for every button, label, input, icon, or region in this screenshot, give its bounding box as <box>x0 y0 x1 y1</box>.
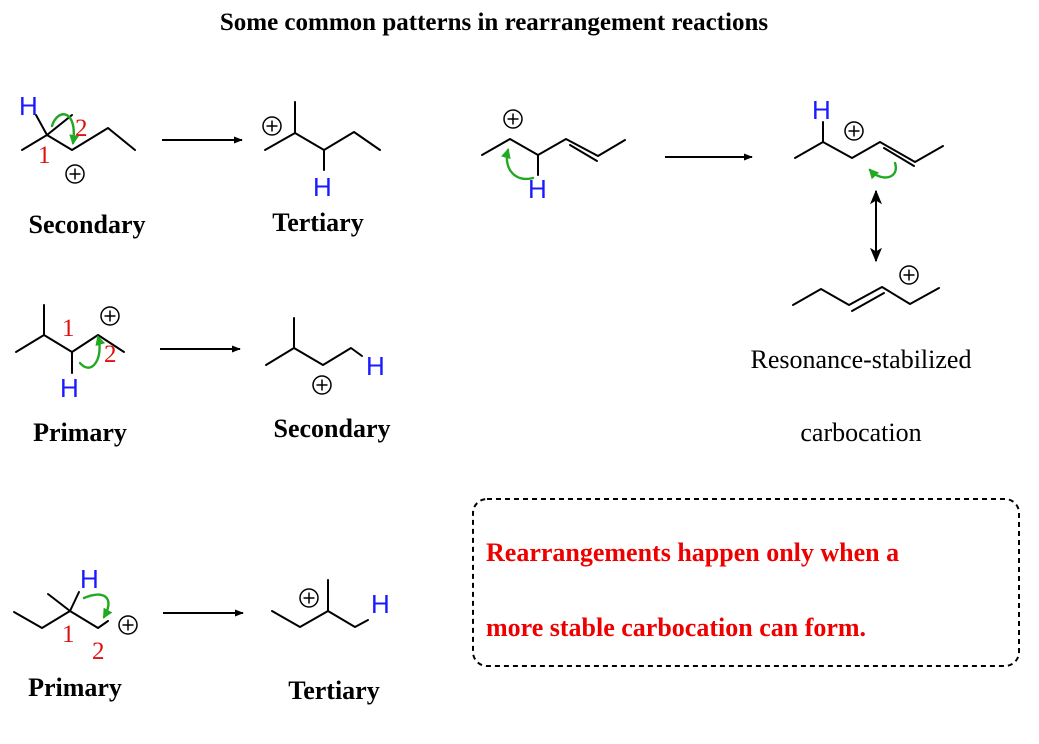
hydrogen-atom: H <box>19 91 38 121</box>
curved-arrow-hydride-shift <box>82 593 113 619</box>
reaction-1-reactant-label: Secondary <box>29 210 146 239</box>
allylic-reactant: H <box>481 109 626 204</box>
resonance-caption-line-2: carbocation <box>800 418 921 447</box>
note-line-1: Rearrangements happen only when a <box>486 538 899 567</box>
reaction-2-product-label: Secondary <box>274 414 391 443</box>
reaction-3-product-label: Tertiary <box>288 676 379 705</box>
hydrogen-atom: H <box>313 172 332 202</box>
carbon-number-1: 1 <box>62 315 75 342</box>
reaction-2-reactant-label: Primary <box>33 418 127 447</box>
note-line-2: more stable carbocation can form. <box>486 613 866 642</box>
carbocation-charge <box>118 615 138 635</box>
carbocation-charge <box>312 375 332 395</box>
reaction-1-product-label: Tertiary <box>272 208 363 237</box>
reaction-3-reactant-label: Primary <box>28 673 122 702</box>
hydrogen-atom: H <box>528 174 547 204</box>
carbocation-charge <box>503 109 523 129</box>
hydrogen-atom: H <box>60 373 79 403</box>
reaction-2-reactant: H 1 2 <box>15 304 125 403</box>
reaction-3-product: H <box>271 579 390 628</box>
carbocation-charge <box>899 265 919 285</box>
hydrogen-atom: H <box>812 95 831 125</box>
reaction-3-reactant: H 1 2 <box>13 564 138 665</box>
carbon-number-1: 1 <box>62 621 75 648</box>
carbon-number-2: 2 <box>75 115 88 142</box>
reaction-2-product: H <box>265 317 385 395</box>
curved-arrow-hydride-shift <box>78 335 106 369</box>
carbon-number-2: 2 <box>92 638 105 665</box>
page-title: Some common patterns in rearrangement re… <box>220 9 769 36</box>
reaction-1-reactant: H 1 2 <box>19 91 136 184</box>
curved-arrow-pi-shift <box>868 161 898 180</box>
curved-arrow-hydride-shift <box>50 113 80 145</box>
carbocation-charge <box>65 164 85 184</box>
hydrogen-atom: H <box>366 351 385 381</box>
hydrogen-atom: H <box>371 589 390 619</box>
carbocation-charge <box>100 306 120 326</box>
reaction-1-product: H <box>262 101 381 202</box>
hydrogen-atom: H <box>80 564 99 594</box>
carbocation-charge <box>844 121 864 141</box>
resonance-form-2 <box>792 265 940 312</box>
carbocation-charge <box>299 588 319 608</box>
resonance-form-1: H <box>794 95 944 180</box>
carbon-number-2: 2 <box>104 341 117 368</box>
carbon-number-1: 1 <box>38 142 51 169</box>
resonance-caption-line-1: Resonance-stabilized <box>751 345 972 374</box>
curved-arrow-hydride-shift <box>501 148 535 181</box>
carbocation-charge <box>262 116 282 136</box>
